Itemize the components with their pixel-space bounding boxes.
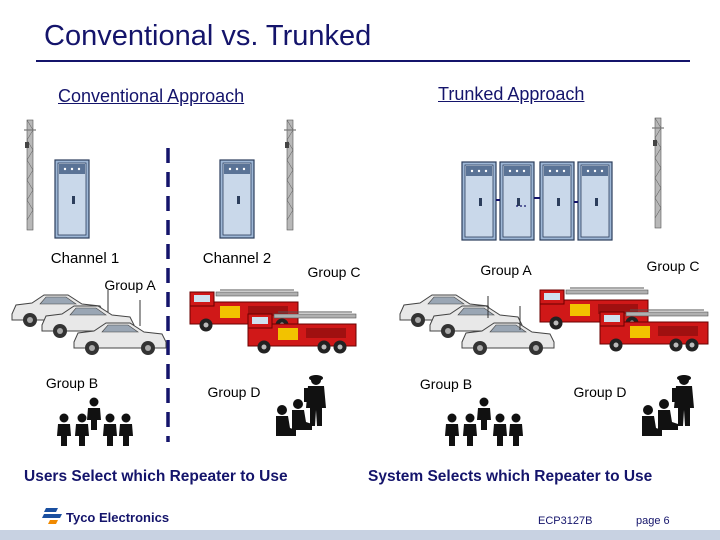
person-trunked-b-4	[493, 413, 507, 446]
trunk-group-b-label: Group B	[419, 376, 473, 392]
channel-2-label: Channel 2	[202, 250, 272, 267]
conventional-caption: Users Select which Repeater to Use	[24, 468, 288, 485]
person-trunked-b-2	[463, 413, 477, 446]
repeater-channel-2	[219, 159, 255, 239]
person-group-b-2	[75, 413, 89, 446]
conv-group-a-label: Group A	[104, 277, 156, 293]
trunk-group-c-label: Group C	[646, 258, 700, 274]
page-number: page 6	[636, 515, 670, 527]
trunked-heading: Trunked Approach	[438, 84, 585, 104]
channel-1-label: Channel 1	[50, 250, 120, 267]
person-trunked-b-3	[477, 397, 491, 430]
person-group-b-3	[87, 397, 101, 430]
trunk-group-d-label: Group D	[573, 384, 627, 400]
firefighter-group-d-1	[304, 375, 326, 426]
document-code: ECP3127B	[538, 515, 593, 527]
trunk-group-a-label: Group A	[480, 262, 532, 278]
slide-title: Conventional vs. Trunked	[44, 20, 372, 52]
repeater-channel-1	[54, 159, 90, 239]
repeater-trunked-2	[499, 161, 535, 241]
repeater-trunked-4	[577, 161, 613, 241]
person-group-b-1	[57, 413, 71, 446]
tower-channel-2	[283, 119, 297, 231]
tower-trunked	[651, 117, 665, 229]
person-trunked-b-1	[445, 413, 459, 446]
tyco-logo-icon	[42, 508, 62, 524]
person-trunked-b-5	[509, 413, 523, 446]
person-group-b-4	[103, 413, 117, 446]
conv-group-c-label: Group C	[307, 264, 361, 280]
conv-group-d-label: Group D	[207, 384, 261, 400]
conv-group-b-label: Group B	[45, 375, 99, 391]
title-underline	[36, 60, 690, 62]
conventional-heading: Conventional Approach	[58, 86, 245, 106]
firetruck-trunked-c-2	[599, 309, 709, 352]
tower-channel-1	[23, 119, 37, 231]
person-group-b-5	[119, 413, 133, 446]
firetruck-group-c-2	[247, 311, 357, 354]
company-logo-text: Tyco Electronics	[66, 510, 170, 525]
firefighter-trunked-d-1	[672, 375, 694, 426]
repeater-trunked-3	[539, 161, 575, 241]
repeater-trunked-1	[461, 161, 497, 241]
trunked-caption: System Selects which Repeater to Use	[368, 468, 653, 485]
